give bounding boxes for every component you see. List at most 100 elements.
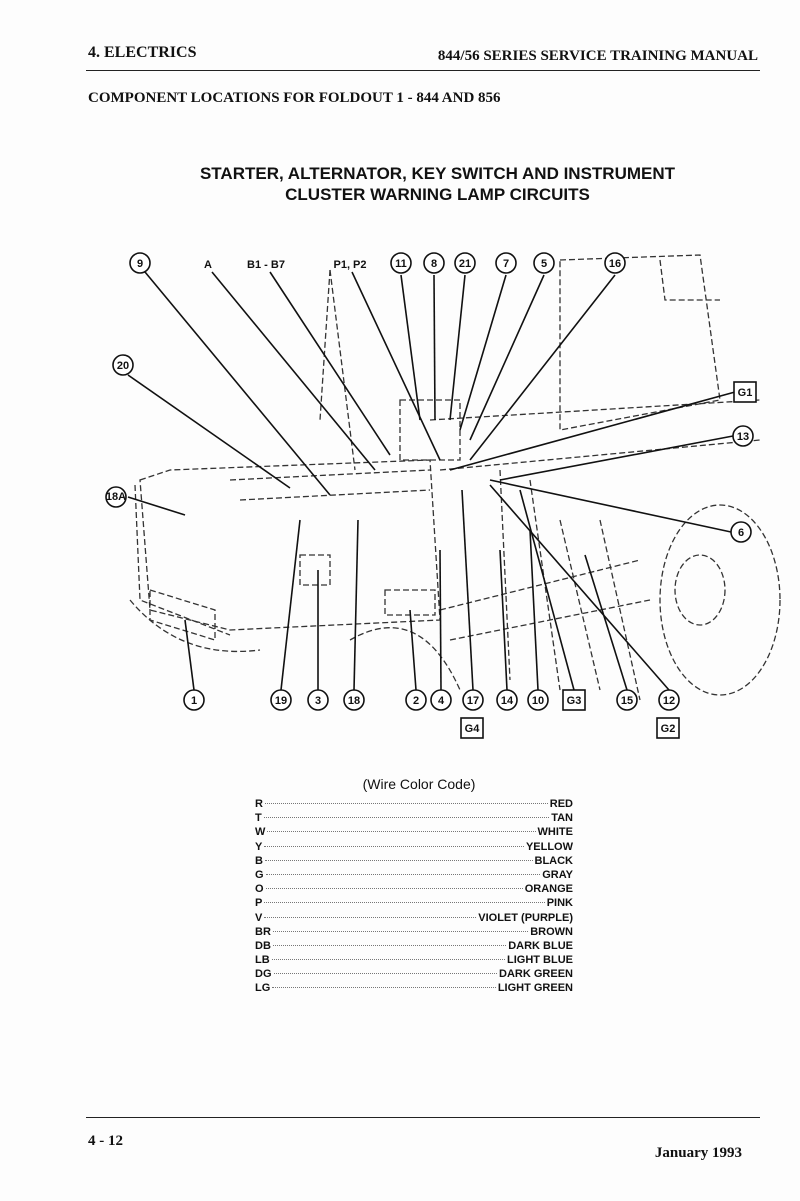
- leader-dots: [263, 817, 550, 819]
- svg-text:G3: G3: [567, 695, 582, 707]
- section-header: 4. ELECTRICS: [88, 44, 197, 61]
- callout-15: 15: [616, 689, 638, 711]
- wire-code: G: [255, 868, 264, 881]
- wire-color-code-title: (Wire Color Code): [362, 776, 476, 792]
- wire-code: P: [255, 897, 263, 910]
- callout-12: 12: [658, 689, 680, 711]
- leader-dots: [272, 987, 496, 989]
- wire-color-name: DARK GREEN: [499, 968, 573, 981]
- wire-color-name: DARK BLUE: [508, 939, 573, 952]
- svg-text:20: 20: [117, 360, 129, 372]
- leader-dots: [264, 916, 477, 918]
- wire-color-name: YELLOW: [525, 840, 573, 853]
- wire-code: DB: [255, 939, 271, 952]
- wire-color-name: BROWN: [530, 925, 573, 938]
- svg-text:16: 16: [609, 258, 621, 270]
- svg-text:18A: 18A: [106, 491, 126, 503]
- callout-4: 4: [430, 689, 452, 711]
- svg-text:8: 8: [431, 258, 437, 270]
- diagram-title: STARTER, ALTERNATOR, KEY SWITCH AND INST…: [150, 163, 725, 205]
- svg-text:14: 14: [501, 695, 514, 707]
- wire-code-row: G GRAY: [255, 869, 573, 883]
- svg-text:5: 5: [541, 258, 547, 270]
- wire-code-row: P PINK: [255, 897, 573, 911]
- wire-code: B: [255, 854, 263, 867]
- leader-lines: [127, 271, 736, 691]
- page-number: 4 - 12: [88, 1133, 123, 1149]
- wire-code-row: B BLACK: [255, 855, 573, 869]
- wire-code: Y: [255, 840, 263, 853]
- callout-11: 11: [390, 252, 412, 274]
- wire-code-row: BR BROWN: [255, 926, 573, 940]
- leader-dots: [271, 959, 505, 961]
- leader-dots: [265, 873, 541, 875]
- callout-18A: 18A: [105, 486, 127, 508]
- wire-color-name: PINK: [546, 897, 573, 910]
- callout-3: 3: [307, 689, 329, 711]
- callout-13: 13: [732, 425, 754, 447]
- wire-code: LB: [255, 954, 270, 967]
- callouts: 9 A B1 - B7 P1, P2 11 8 21 7 5 16 20 18A…: [105, 252, 757, 739]
- callout-20: 20: [112, 354, 134, 376]
- title-line-2: CLUSTER WARNING LAMP CIRCUITS: [285, 185, 590, 204]
- svg-text:21: 21: [459, 258, 471, 270]
- svg-text:1: 1: [191, 695, 197, 707]
- title-line-1: STARTER, ALTERNATOR, KEY SWITCH AND INST…: [199, 164, 676, 183]
- leader-dots: [264, 859, 533, 861]
- header-rule: [86, 70, 760, 71]
- callout-G2: G2: [656, 717, 680, 739]
- leader-dots: [273, 973, 498, 975]
- leader-dots: [267, 831, 536, 833]
- callout-19: 19: [270, 689, 292, 711]
- callout-5: 5: [533, 252, 555, 274]
- wire-code-row: Y YELLOW: [255, 841, 573, 855]
- callout-10: 10: [527, 689, 549, 711]
- leader-dots: [264, 902, 545, 904]
- callout-16: 16: [604, 252, 626, 274]
- leader-dots: [264, 803, 548, 804]
- svg-text:6: 6: [738, 527, 744, 539]
- svg-text:12: 12: [663, 695, 675, 707]
- callout-B1-B7: B1 - B7: [247, 259, 285, 271]
- callout-A: A: [204, 259, 212, 271]
- tractor-drawing: [129, 254, 781, 701]
- wire-code-row: LB LIGHT BLUE: [255, 954, 573, 968]
- callout-G3: G3: [562, 689, 586, 711]
- publication-date: January 1993: [654, 1145, 742, 1161]
- wire-code-row: T TAN: [255, 812, 573, 826]
- callout-P1-P2: P1, P2: [333, 259, 366, 271]
- svg-text:3: 3: [315, 695, 321, 707]
- footer-rule: [86, 1117, 760, 1118]
- svg-text:11: 11: [395, 258, 407, 270]
- callout-9: 9: [129, 252, 151, 274]
- leader-dots: [264, 845, 524, 847]
- manual-title: 844/56 SERIES SERVICE TRAINING MANUAL: [437, 48, 758, 64]
- wire-code: W: [255, 826, 266, 839]
- svg-text:G2: G2: [661, 723, 676, 735]
- tractor-component-diagram: 9 A B1 - B7 P1, P2 11 8 21 7 5 16 20 18A…: [105, 252, 781, 739]
- wire-code: T: [255, 812, 262, 825]
- wire-color-name: GRAY: [542, 868, 573, 881]
- callout-21: 21: [454, 252, 476, 274]
- callout-1: 1: [183, 689, 205, 711]
- svg-text:15: 15: [621, 695, 633, 707]
- wire-color-name: LIGHT BLUE: [507, 954, 573, 967]
- leader-dots: [272, 944, 507, 946]
- wire-code: BR: [255, 925, 271, 938]
- svg-text:2: 2: [413, 695, 419, 707]
- callout-18: 18: [343, 689, 365, 711]
- svg-text:17: 17: [467, 695, 479, 707]
- callout-14: 14: [496, 689, 518, 711]
- svg-text:10: 10: [532, 695, 544, 707]
- wire-color-name: BLACK: [534, 854, 574, 867]
- wire-color-name: TAN: [551, 812, 573, 825]
- wire-code: LG: [255, 982, 271, 995]
- callout-2: 2: [405, 689, 427, 711]
